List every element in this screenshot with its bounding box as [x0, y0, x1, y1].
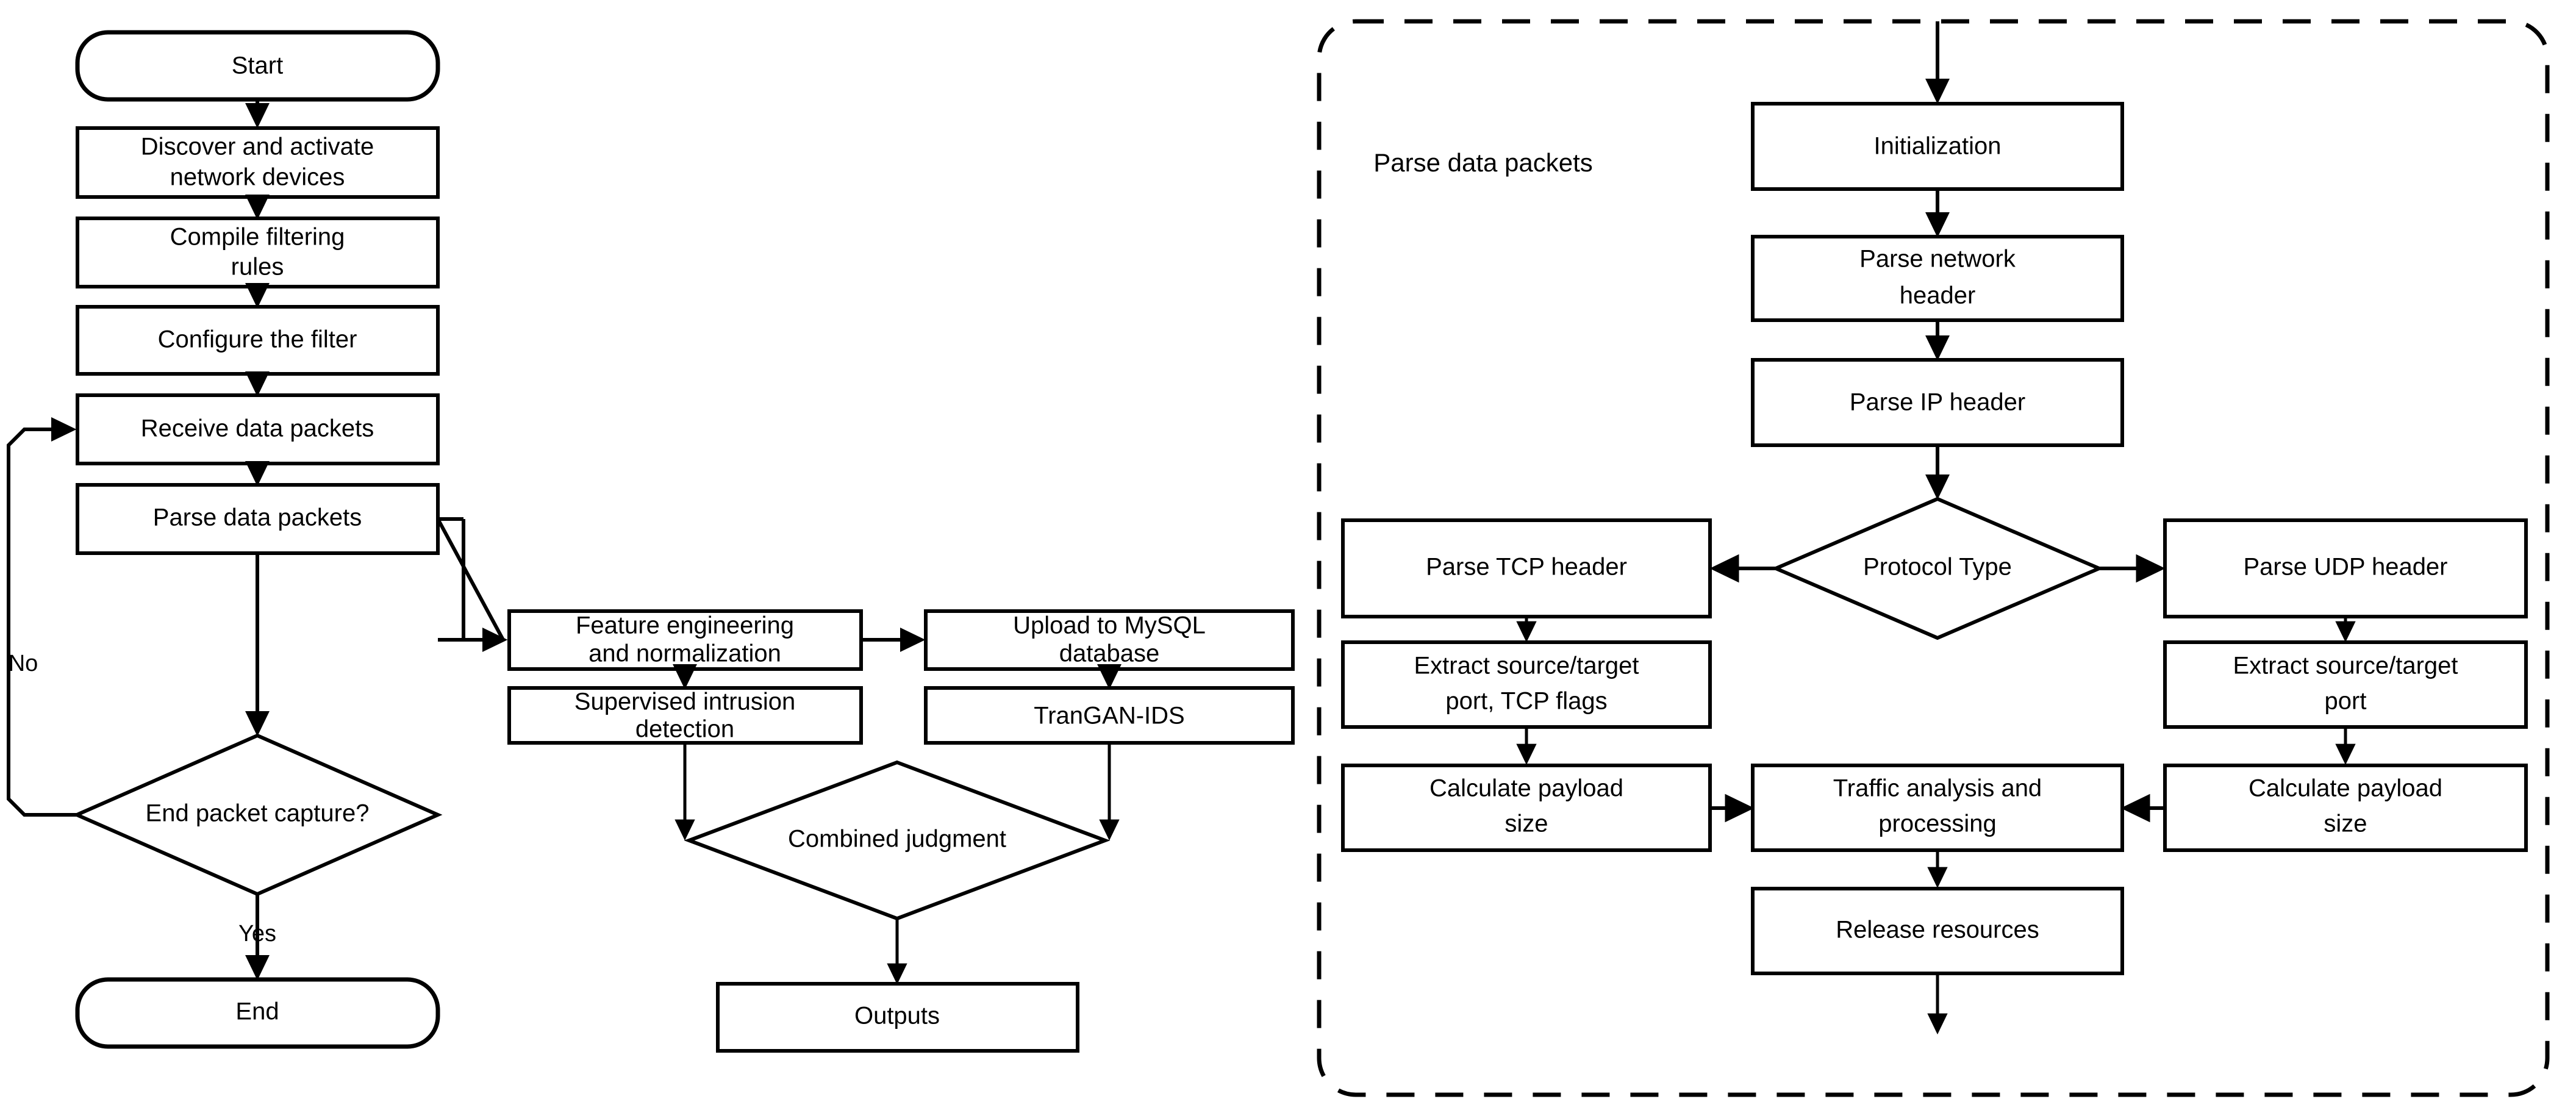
node-parse-ip-header[interactable]: Parse IP header	[1751, 358, 2124, 447]
node-start[interactable]: Start	[75, 30, 440, 102]
node-parse-network-header-line1: Parse network	[1859, 246, 2016, 273]
node-protocol-type[interactable]: Protocol Type	[1771, 496, 2104, 640]
initialization-shape[interactable]	[1751, 102, 2124, 191]
node-parse-data-packets-label: Parse data packets	[153, 504, 362, 531]
node-discover[interactable]: Discover and activate network devices	[76, 126, 440, 199]
node-end[interactable]: End	[75, 977, 440, 1049]
extract-udp-ports-shape[interactable]	[2163, 640, 2528, 729]
node-extract-tcp-line1: Extract source/target	[1414, 653, 1639, 679]
node-payload-tcp-line1: Calculate payload	[1429, 775, 1623, 802]
configure-shape[interactable]	[76, 305, 440, 376]
node-calculate-payload-size-tcp[interactable]: Calculate payload size	[1341, 764, 1712, 852]
node-end-packet-capture-decision[interactable]: End packet capture?	[72, 733, 443, 897]
node-receive[interactable]: Receive data packets	[76, 393, 440, 465]
group-label-parse-data-packets: Parse data packets	[1373, 148, 1593, 177]
node-initialization[interactable]: Initialization	[1751, 102, 2124, 191]
node-traffic-analysis[interactable]: Traffic analysis and processing	[1751, 764, 2124, 852]
node-feature-engineering[interactable]: Feature engineering and normalization	[507, 609, 863, 671]
node-end-label: End	[235, 998, 279, 1025]
node-parse-data-packets[interactable]: Parse data packets	[76, 483, 440, 555]
protocol-type-shape[interactable]	[1771, 496, 2104, 640]
node-payload-udp-line1: Calculate payload	[2249, 775, 2442, 802]
node-outputs[interactable]: Outputs	[716, 982, 1079, 1053]
edge-no-loop-back	[7, 417, 77, 817]
node-supervised-intrusion-detection[interactable]: Supervised intrusion detection	[507, 686, 863, 745]
node-traffic-analysis-line2: processing	[1878, 811, 1996, 837]
node-compile-label-line1: Compile filtering	[170, 224, 345, 251]
node-initialization-label: Initialization	[1873, 133, 2001, 160]
node-discover-label-line1: Discover and activate	[141, 134, 374, 160]
node-compile-label-line2: rules	[231, 254, 284, 281]
node-parse-tcp-header[interactable]: Parse TCP header	[1341, 518, 1712, 618]
edge-label-yes: Yes	[238, 921, 276, 947]
parse-udp-header-shape[interactable]	[2163, 518, 2528, 618]
node-parse-network-header-line2: header	[1900, 282, 1976, 309]
node-supervised-label-line1: Supervised intrusion	[574, 689, 795, 715]
node-end-packet-capture-label: End packet capture?	[146, 800, 370, 827]
discover-shape[interactable]	[76, 126, 440, 199]
node-upload-mysql-label-line1: Upload to MySQL	[1013, 612, 1206, 639]
node-extract-tcp-ports[interactable]: Extract source/target port, TCP flags	[1341, 640, 1712, 729]
node-payload-udp-line2: size	[2324, 811, 2367, 837]
calculate-payload-size-udp-shape[interactable]	[2163, 764, 2528, 852]
node-parse-network-header[interactable]: Parse network header	[1751, 235, 2124, 322]
upload-mysql-shape[interactable]	[924, 609, 1295, 671]
parse-ip-header-shape[interactable]	[1751, 358, 2124, 447]
node-payload-tcp-line2: size	[1504, 811, 1548, 837]
node-trangan-ids-label: TranGAN-IDS	[1034, 703, 1184, 729]
node-upload-mysql[interactable]: Upload to MySQL database	[924, 609, 1295, 671]
node-feature-engineering-label-line2: and normalization	[589, 640, 781, 667]
node-parse-udp-header-label: Parse UDP header	[2244, 554, 2448, 581]
outputs-shape[interactable]	[716, 982, 1079, 1053]
node-protocol-type-label: Protocol Type	[1863, 554, 2012, 581]
edge-parse-to-feature-seg-hidden	[436, 518, 505, 641]
parse-tcp-header-shape[interactable]	[1341, 518, 1712, 618]
node-traffic-analysis-line1: Traffic analysis and	[1833, 775, 2042, 802]
node-release-resources-label: Release resources	[1836, 917, 2039, 944]
node-calculate-payload-size-udp[interactable]: Calculate payload size	[2163, 764, 2528, 852]
middle-column-group: Feature engineering and normalization Up…	[507, 609, 1295, 1053]
parse-data-packets-group-box	[1317, 19, 2550, 1097]
node-combined-judgment-label: Combined judgment	[788, 826, 1006, 853]
node-receive-label: Receive data packets	[141, 415, 374, 442]
node-configure-label: Configure the filter	[158, 326, 357, 353]
node-compile[interactable]: Compile filtering rules	[76, 217, 440, 288]
node-extract-udp-line2: port	[2325, 688, 2367, 715]
node-discover-label-line2: network devices	[170, 164, 345, 191]
node-combined-judgment[interactable]: Combined judgment	[684, 760, 1111, 921]
node-extract-udp-ports[interactable]: Extract source/target port	[2163, 640, 2528, 729]
release-resources-shape[interactable]	[1751, 887, 2124, 975]
node-feature-engineering-label-line1: Feature engineering	[576, 612, 794, 639]
parse-network-header-shape[interactable]	[1751, 235, 2124, 322]
calculate-payload-size-tcp-shape[interactable]	[1341, 764, 1712, 852]
node-parse-udp-header[interactable]: Parse UDP header	[2163, 518, 2528, 618]
right-panel-group: Parse data packets Initialization Parse …	[1317, 19, 2550, 1097]
node-upload-mysql-label-line2: database	[1059, 640, 1160, 667]
node-parse-ip-header-label: Parse IP header	[1850, 389, 2025, 416]
node-extract-tcp-line2: port, TCP flags	[1445, 688, 1607, 715]
node-extract-udp-line1: Extract source/target	[2233, 653, 2458, 679]
edge-label-no: No	[9, 651, 38, 676]
node-start-label: Start	[232, 52, 283, 79]
end-shape[interactable]	[75, 977, 440, 1049]
node-supervised-label-line2: detection	[635, 716, 734, 743]
node-trangan-ids[interactable]: TranGAN-IDS	[924, 686, 1295, 745]
extract-tcp-ports-shape[interactable]	[1341, 640, 1712, 729]
node-parse-tcp-header-label: Parse TCP header	[1426, 554, 1627, 581]
node-configure[interactable]: Configure the filter	[76, 305, 440, 376]
left-column-group: Start Discover and activate network devi…	[7, 30, 508, 1049]
node-outputs-label: Outputs	[854, 1003, 940, 1029]
trangan-ids-shape[interactable]	[924, 686, 1295, 745]
node-release-resources[interactable]: Release resources	[1751, 887, 2124, 975]
